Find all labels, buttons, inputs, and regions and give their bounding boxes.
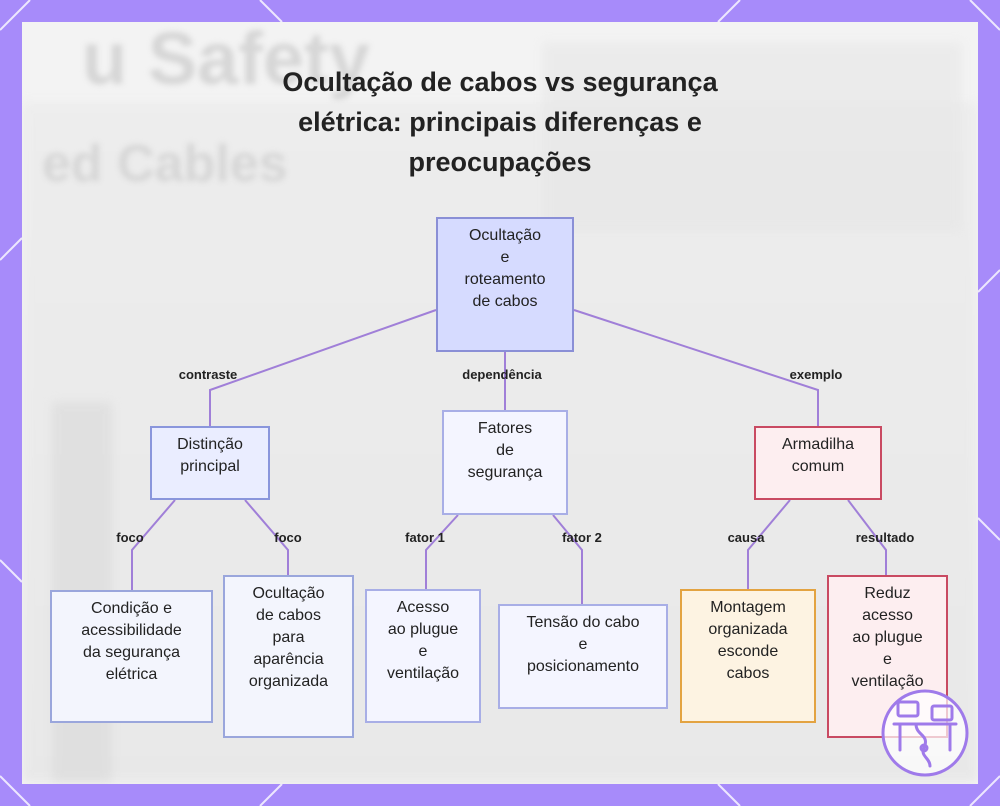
edge-label-contrast: contraste [179, 367, 238, 382]
edge-label-focus-1: foco [116, 530, 143, 545]
node-organized-mount: Montagem organizada esconde cabos [680, 589, 816, 723]
node-main-distinction: Distinção principal [150, 426, 270, 500]
edge-root-distinction [210, 310, 436, 426]
edge-label-example: exemplo [790, 367, 843, 382]
brand-logo-icon [880, 688, 970, 778]
node-safety-factors: Fatores de segurança [442, 410, 568, 515]
edge-label-focus-2: foco [274, 530, 301, 545]
node-safety-condition: Condição e acessibilidade da segurança e… [50, 590, 213, 723]
edge-label-dependency: dependência [462, 367, 541, 382]
edge-distinction-condition [132, 500, 175, 590]
node-cable-tension: Tensão do cabo e posicionamento [498, 604, 668, 709]
edge-label-factor-1: fator 1 [405, 530, 445, 545]
edge-label-cause: causa [728, 530, 765, 545]
node-concealment-appearance: Ocultação de cabos para aparência organi… [223, 575, 354, 738]
node-common-pitfall: Armadilha comum [754, 426, 882, 500]
node-cable-concealment-routing: Ocultação e roteamento de cabos [436, 217, 574, 352]
edge-safety-access [426, 515, 458, 589]
edge-label-result: resultado [856, 530, 915, 545]
node-plug-access: Acesso ao plugue e ventilação [365, 589, 481, 723]
edge-label-factor-2: fator 2 [562, 530, 602, 545]
edge-root-pitfall [574, 310, 818, 426]
edge-safety-tension [553, 515, 582, 604]
